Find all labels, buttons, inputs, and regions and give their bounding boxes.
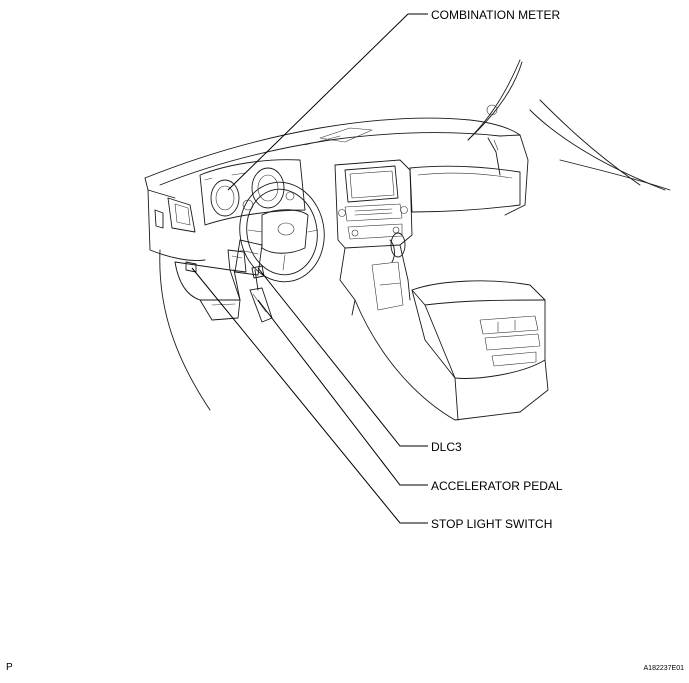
leader-combination-meter (227, 13, 428, 191)
leader-accelerator-pedal (257, 299, 428, 486)
leader-dlc3 (257, 267, 428, 447)
label-combination-meter: COMBINATION METER (431, 8, 560, 22)
dashboard-illustration (144, 59, 671, 421)
leader-lines (191, 13, 428, 524)
corner-mark: P (6, 662, 13, 673)
figure-code: A182237E01 (644, 665, 685, 672)
label-accelerator-pedal: ACCELERATOR PEDAL (431, 479, 563, 493)
label-dlc3: DLC3 (431, 440, 462, 454)
label-stop-light-switch: STOP LIGHT SWITCH (431, 517, 552, 531)
leader-stop-light-switch (191, 267, 428, 524)
